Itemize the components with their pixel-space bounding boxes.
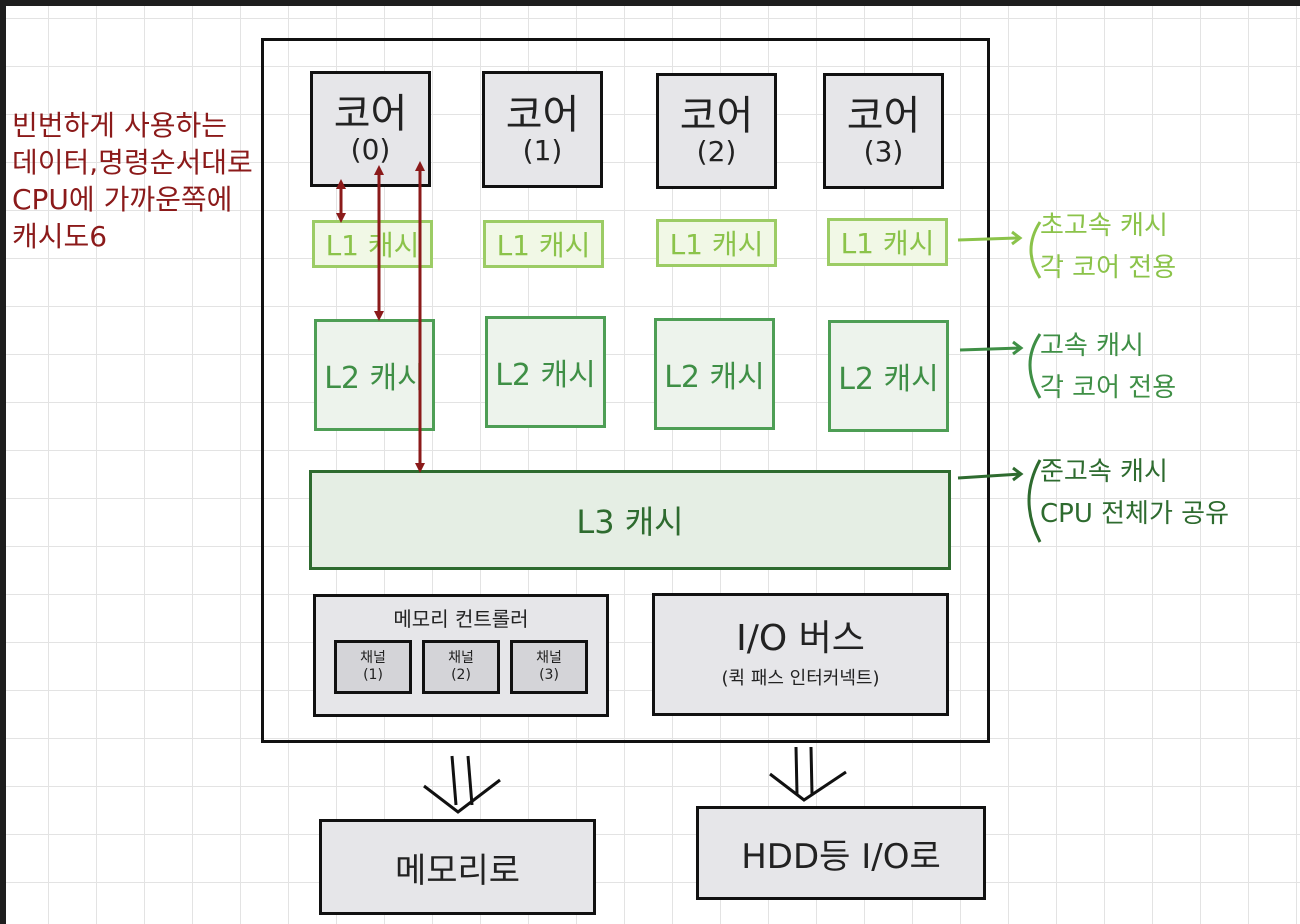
channel-index: (2) <box>451 667 471 683</box>
l3-cache: L3 캐시 <box>309 470 951 570</box>
l1-cache-label: L1 캐시 <box>325 229 420 262</box>
l1-cache-2: L1 캐시 <box>656 219 777 267</box>
channel-group: 채널 (1) 채널 (2) 채널 (3) <box>334 640 588 694</box>
l3-cache-label: L3 캐시 <box>576 503 684 541</box>
l2-cache-0: L2 캐시 <box>314 319 435 431</box>
note-line: 빈번하게 사용하는 <box>12 109 227 142</box>
core-index: (3) <box>863 135 904 169</box>
io-device-box: HDD등 I/O로 <box>696 806 986 900</box>
core-label: 코어 <box>505 91 580 138</box>
l2-cache-3: L2 캐시 <box>828 320 949 432</box>
channel-index: (1) <box>363 667 383 683</box>
core-1: 코어 (1) <box>482 71 603 188</box>
io-bus-title: I/O 버스 <box>736 617 865 659</box>
l2-note: 고속 캐시 각 코어 전용 <box>1040 326 1176 409</box>
note-line: 준고속 캐시 <box>1040 457 1168 487</box>
l2-cache-label: L2 캐시 <box>324 361 425 396</box>
l2-cache-2: L2 캐시 <box>654 318 775 430</box>
core-3: 코어 (3) <box>823 73 944 189</box>
memory-box-label: 메모리로 <box>394 850 521 891</box>
l1-cache-0: L1 캐시 <box>312 220 433 268</box>
memory-controller-title: 메모리 컨트롤러 <box>393 607 529 631</box>
arrow-to-io <box>769 746 847 802</box>
core-index: (1) <box>522 133 563 167</box>
l1-cache-3: L1 캐시 <box>827 218 948 266</box>
note-line: 고속 캐시 <box>1040 331 1144 361</box>
channel-3: 채널 (3) <box>510 640 588 694</box>
core-index: (0) <box>350 133 391 167</box>
arrow-to-memory <box>423 755 501 814</box>
note-line: 캐시도6 <box>12 219 108 253</box>
channel-label: 채널 <box>536 650 562 667</box>
io-device-box-label: HDD등 I/O로 <box>741 836 941 877</box>
l2-cache-1: L2 캐시 <box>485 316 606 428</box>
frame-edge-top <box>0 0 1300 6</box>
l1-cache-label: L1 캐시 <box>496 229 591 262</box>
l2-cache-label: L2 캐시 <box>664 360 765 395</box>
channel-1: 채널 (1) <box>334 640 412 694</box>
l2-cache-label: L2 캐시 <box>838 362 939 397</box>
memory-controller: 메모리 컨트롤러 채널 (1) 채널 (2) 채널 (3) <box>313 594 609 717</box>
l1-cache-label: L1 캐시 <box>840 227 935 260</box>
core-2: 코어 (2) <box>656 73 777 189</box>
cache-note-red: 빈번하게 사용하는 데이터,명령순서대로 CPU에 가까운쪽에 캐시도6 <box>12 108 253 256</box>
core-index: (2) <box>696 135 737 169</box>
core-label: 코어 <box>333 91 408 138</box>
note-line: CPU에 가까운쪽에 <box>12 182 233 216</box>
note-line: 데이터,명령순서대로 <box>12 145 253 179</box>
note-line: CPU 전체가 공유 <box>1040 498 1229 529</box>
note-line: 각 코어 전용 <box>1040 252 1177 283</box>
frame-edge-left <box>0 0 6 924</box>
channel-label: 채널 <box>448 650 474 667</box>
l3-note: 준고속 캐시 CPU 전체가 공유 <box>1040 452 1229 535</box>
core-label: 코어 <box>679 93 754 140</box>
channel-index: (3) <box>539 667 559 683</box>
channel-2: 채널 (2) <box>422 640 500 694</box>
io-bus: I/O 버스 (퀵 패스 인터커넥트) <box>652 593 949 716</box>
channel-label: 채널 <box>360 650 386 667</box>
l1-note: 초고속 캐시 각 코어 전용 <box>1040 206 1176 289</box>
l2-cache-label: L2 캐시 <box>495 358 596 393</box>
note-line: 초고속 캐시 <box>1040 211 1168 241</box>
note-line: 각 코어 전용 <box>1040 372 1177 403</box>
memory-box: 메모리로 <box>319 819 596 915</box>
l1-cache-1: L1 캐시 <box>483 220 604 268</box>
core-label: 코어 <box>846 93 921 140</box>
l1-cache-label: L1 캐시 <box>669 228 764 261</box>
core-0: 코어 (0) <box>310 71 431 187</box>
io-bus-subtitle: (퀵 패스 인터커넥트) <box>721 668 880 690</box>
